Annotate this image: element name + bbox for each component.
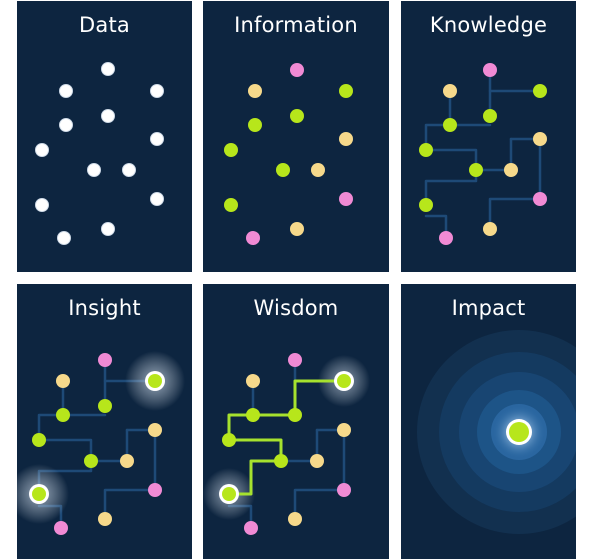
panel-title-insight: Insight: [68, 296, 141, 320]
green-dot: [84, 454, 98, 468]
yellow-dot: [339, 132, 353, 146]
pink-dot: [148, 483, 162, 497]
link-line: [424, 148, 478, 172]
pink-dot: [290, 63, 304, 77]
panel-knowledge: Knowledge: [401, 1, 576, 272]
data-dot: [35, 198, 49, 212]
panel-data: Data: [17, 1, 192, 272]
yellow-dot: [504, 163, 518, 177]
knowledge-network: [419, 63, 547, 245]
yellow-dot: [288, 512, 302, 526]
panel-insight: Insight: [17, 284, 192, 559]
data-dot: [122, 163, 136, 177]
data-dot: [35, 143, 49, 157]
data-dot: [101, 222, 115, 236]
yellow-dot: [148, 423, 162, 437]
yellow-dot: [337, 423, 351, 437]
data-dot: [59, 84, 73, 98]
green-dot: [248, 118, 262, 132]
link-line: [488, 197, 542, 231]
link-line: [37, 413, 65, 442]
panel-title-impact: Impact: [451, 296, 526, 320]
link-line: [103, 488, 157, 521]
data-dot: [87, 163, 101, 177]
pink-dot: [98, 353, 112, 367]
green-dot: [222, 433, 236, 447]
information-dots: [224, 63, 353, 245]
green-dot: [32, 433, 46, 447]
pink-dot: [483, 63, 497, 77]
data-dot: [57, 231, 71, 245]
data-dot: [59, 118, 73, 132]
green-dot: [274, 454, 288, 468]
pink-dot: [244, 521, 258, 535]
panel-impact: Impact: [401, 284, 576, 559]
pink-dot: [337, 483, 351, 497]
pink-dot: [246, 231, 260, 245]
panel-information: Information: [203, 1, 389, 272]
pink-dot: [533, 192, 547, 206]
green-dot: [509, 422, 529, 442]
wisdom-path: [227, 379, 346, 496]
yellow-dot: [310, 454, 324, 468]
green-dot: [337, 374, 351, 388]
yellow-dot: [120, 454, 134, 468]
green-dot: [98, 399, 112, 413]
pink-dot: [339, 192, 353, 206]
data-dot: [150, 84, 164, 98]
pink-dot: [54, 521, 68, 535]
yellow-dot: [56, 374, 70, 388]
link-line: [424, 123, 452, 152]
data-dot: [150, 192, 164, 206]
yellow-dot: [533, 132, 547, 146]
panel-wisdom: Wisdom: [203, 284, 389, 559]
green-dot: [276, 163, 290, 177]
link-line: [37, 438, 93, 463]
yellow-dot: [248, 84, 262, 98]
pink-dot: [439, 231, 453, 245]
link-line: [424, 168, 478, 207]
green-dot: [56, 408, 70, 422]
green-dot: [483, 109, 497, 123]
impact-ripples: [417, 330, 576, 534]
data-dot: [101, 109, 115, 123]
green-dot: [32, 487, 46, 501]
insight-network: [17, 351, 185, 535]
green-dot: [533, 84, 547, 98]
data-dots: [35, 62, 164, 245]
link-line: [293, 488, 346, 521]
yellow-dot: [483, 222, 497, 236]
green-dot: [290, 109, 304, 123]
green-dot: [222, 487, 236, 501]
yellow-dot: [443, 84, 457, 98]
green-dot: [443, 118, 457, 132]
panel-title-knowledge: Knowledge: [429, 13, 548, 37]
green-dot: [224, 198, 238, 212]
link-line: [424, 214, 448, 240]
green-dot: [224, 143, 238, 157]
pink-dot: [288, 353, 302, 367]
panel-title-data: Data: [79, 13, 130, 37]
yellow-dot: [98, 512, 112, 526]
green-dot: [246, 408, 260, 422]
yellow-dot: [311, 163, 325, 177]
yellow-dot: [290, 222, 304, 236]
data-dot: [101, 62, 115, 76]
data-dot: [150, 132, 164, 146]
green-dot: [419, 198, 433, 212]
yellow-dot: [246, 374, 260, 388]
green-dot: [288, 408, 302, 422]
panel-title-information: Information: [234, 13, 358, 37]
green-dot: [419, 143, 433, 157]
green-dot: [339, 84, 353, 98]
green-dot: [469, 163, 483, 177]
wisdom-network: [203, 353, 370, 535]
panel-title-wisdom: Wisdom: [253, 296, 339, 320]
green-dot: [148, 374, 162, 388]
